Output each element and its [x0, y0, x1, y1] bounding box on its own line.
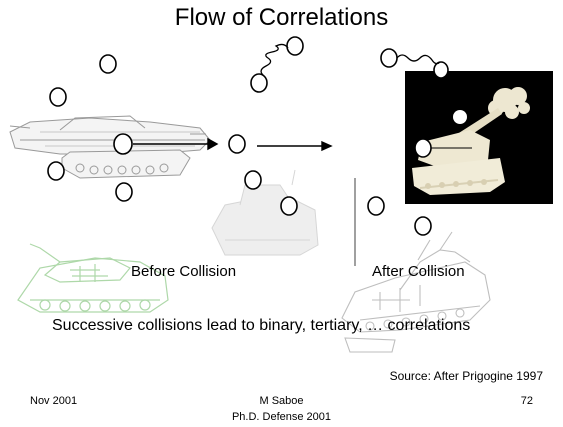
faded-tank-sketch-icon — [341, 231, 491, 353]
tank-photo — [405, 71, 553, 204]
source-citation: Source: After Prigogine 1997 — [389, 369, 543, 383]
correlation-links — [260, 43, 441, 76]
particle — [99, 54, 117, 74]
particle — [280, 196, 298, 216]
particle — [286, 36, 304, 56]
arrow-head-icon — [207, 137, 219, 151]
correlation-wave — [396, 54, 441, 65]
tank-icon — [9, 115, 211, 179]
faded-tank-gray-icon — [211, 169, 319, 256]
footer-date: Nov 2001 — [30, 395, 78, 407]
footer-event: Ph.D. Defense 2001 — [231, 411, 332, 423]
correlation-wave — [260, 43, 289, 76]
particle — [250, 73, 268, 93]
arrows — [133, 137, 472, 152]
arrow-head-icon — [321, 140, 333, 152]
caption: Successive collisions lead to binary, te… — [52, 317, 471, 334]
particle — [47, 161, 65, 181]
before-collision-label: Before Collision — [131, 263, 237, 280]
particle — [49, 87, 67, 107]
particle — [414, 138, 432, 158]
footer-author: M Saboe — [259, 395, 304, 407]
particle — [115, 182, 133, 202]
particles — [47, 36, 449, 236]
slide-title: Flow of Correlations — [174, 4, 389, 31]
particle — [433, 61, 449, 79]
particle — [414, 216, 432, 236]
after-collision-label: After Collision — [372, 263, 465, 280]
page-number: 72 — [520, 395, 533, 407]
particle — [244, 170, 262, 190]
particle — [228, 134, 246, 154]
particle — [367, 196, 385, 216]
particle — [380, 48, 398, 68]
particle — [113, 133, 133, 155]
faded-tank-green-icon — [17, 243, 169, 313]
